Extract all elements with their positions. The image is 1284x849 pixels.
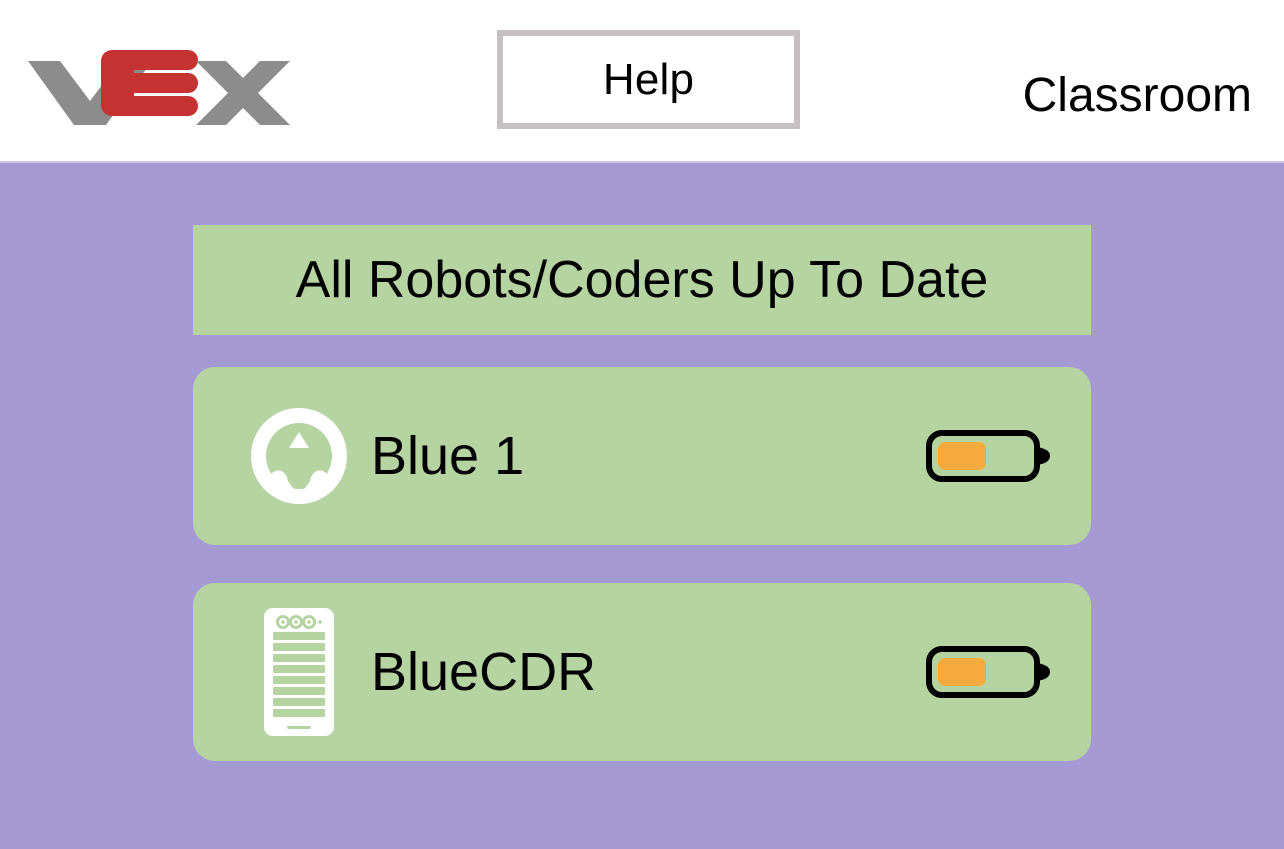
- status-banner-text: All Robots/Coders Up To Date: [295, 251, 989, 309]
- coder-tablet-icon: [249, 607, 349, 737]
- help-button-label: Help: [602, 54, 695, 104]
- page-title: Classroom: [1022, 69, 1252, 122]
- device-row-coder[interactable]: BlueCDR: [193, 583, 1091, 761]
- battery-indicator: [926, 430, 1051, 482]
- device-name: BlueCDR: [371, 642, 597, 702]
- device-name: Blue 1: [371, 426, 525, 486]
- help-button[interactable]: Help: [497, 30, 800, 129]
- top-bar: Help Classroom: [0, 0, 1284, 163]
- main-content: All Robots/Coders Up To Date Blue 1: [0, 165, 1284, 849]
- battery-indicator: [926, 646, 1051, 698]
- status-banner: All Robots/Coders Up To Date: [193, 225, 1091, 335]
- device-row-robot[interactable]: Blue 1: [193, 367, 1091, 545]
- vex-logo: [28, 35, 290, 125]
- robot-brain-icon: [249, 391, 349, 521]
